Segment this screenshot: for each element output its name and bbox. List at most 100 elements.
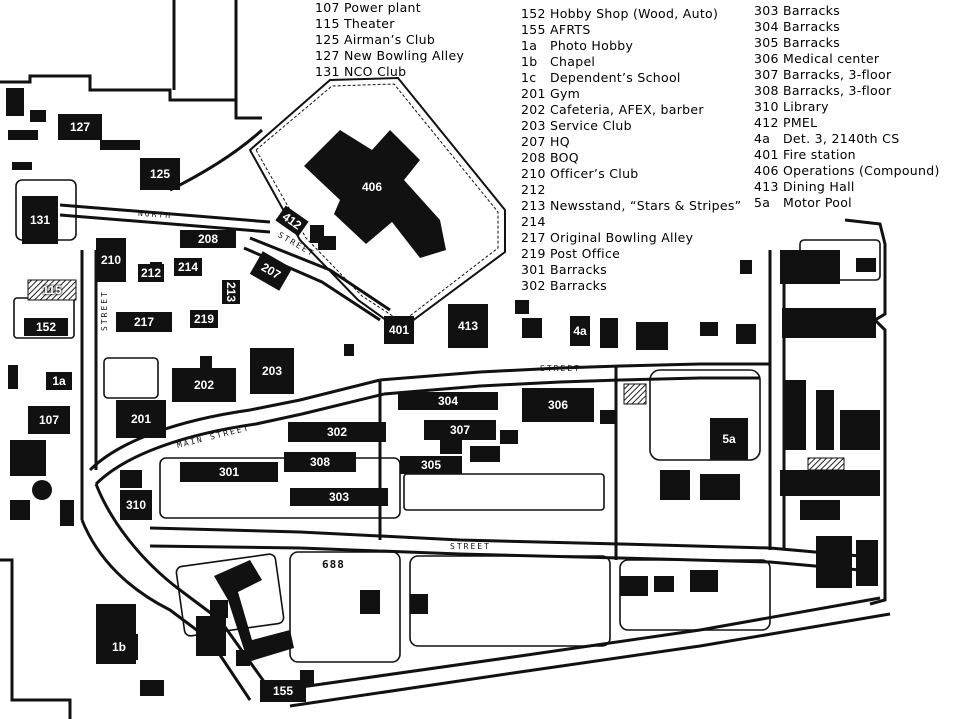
legend-entry: 302 Barracks: [521, 278, 741, 294]
building-219[interactable]: 219: [190, 310, 218, 328]
legend-code: 413: [754, 179, 779, 194]
legend-code: 212: [521, 182, 546, 197]
building-127[interactable]: 127: [58, 114, 102, 140]
legend-name: Theater: [344, 16, 395, 31]
legend-code: 1c: [521, 70, 537, 85]
building-307[interactable]: 307: [424, 420, 496, 440]
building-214[interactable]: 214: [174, 258, 202, 276]
legend-code: 125: [315, 32, 340, 47]
legend-name: Barracks: [783, 3, 840, 18]
building-202[interactable]: 202: [172, 368, 236, 402]
legend-name: Barracks, 3-floor: [783, 67, 892, 82]
building-201[interactable]: 201: [116, 400, 166, 438]
legend-code: 412: [754, 115, 779, 130]
building-5a[interactable]: 5a: [710, 418, 748, 460]
legend-name: Barracks: [550, 278, 607, 293]
building-305[interactable]: 305: [400, 456, 462, 474]
legend-name: Operations (Compound): [783, 163, 940, 178]
building-310[interactable]: 310: [120, 490, 152, 520]
building-302[interactable]: 302: [288, 422, 386, 442]
legend-code: 152: [521, 6, 546, 21]
building-1c[interactable]: 1c: [252, 611, 266, 625]
building-107[interactable]: 107: [28, 406, 70, 434]
building-217[interactable]: 217: [116, 312, 172, 332]
legend-name: Power plant: [344, 0, 421, 15]
legend-name: Barracks: [783, 19, 840, 34]
building-406[interactable]: 406: [361, 180, 383, 194]
building-115[interactable]: 115: [42, 283, 62, 297]
building-131[interactable]: 131: [22, 196, 58, 244]
legend-code: 308: [754, 83, 779, 98]
building-406-shape: [304, 130, 446, 258]
base-boundary: [0, 0, 887, 719]
legend-code: 302: [521, 278, 546, 293]
building-303[interactable]: 303: [290, 488, 388, 506]
building-212[interactable]: 212: [138, 264, 164, 282]
building-413[interactable]: 413: [448, 304, 488, 348]
legend-entry: 125 Airman’s Club: [315, 32, 464, 48]
building-213[interactable]: 213: [222, 280, 240, 304]
building-115-hatch: [27, 279, 77, 301]
roads: [59, 128, 891, 708]
legend-name: Medical center: [783, 51, 880, 66]
lot-outlines: [13, 179, 881, 663]
minor-buildings: [6, 88, 880, 696]
building-152[interactable]: 152: [24, 318, 68, 336]
building-308[interactable]: 308: [284, 452, 356, 472]
building-304[interactable]: 304: [398, 392, 498, 410]
legend-name: AFRTS: [550, 22, 591, 37]
legend-entry: 212: [521, 182, 741, 198]
legend-name: Det. 3, 2140th CS: [783, 131, 900, 146]
building-401[interactable]: 401: [384, 316, 414, 344]
legend-code: 107: [315, 0, 340, 15]
legend-name: New Bowling Alley: [344, 48, 465, 63]
legend-name: Service Club: [550, 118, 632, 133]
legend-name: BOQ: [550, 150, 579, 165]
legend-name: Hobby Shop (Wood, Auto): [550, 6, 719, 21]
building-301[interactable]: 301: [180, 462, 278, 482]
legend-code: 5a: [754, 195, 771, 210]
legend-name: Library: [783, 99, 829, 114]
legend-name: Barracks: [550, 262, 607, 277]
building-306[interactable]: 306: [522, 388, 594, 422]
building-1a[interactable]: 1a: [46, 372, 72, 390]
legend-name: Airman’s Club: [344, 32, 436, 47]
building-1c-shape: [214, 560, 294, 662]
building-1b[interactable]: 1b: [100, 634, 138, 660]
building-210[interactable]: 210: [96, 238, 126, 282]
legend-entry: 1c Dependent’s School: [521, 70, 741, 86]
legend-code: 305: [754, 35, 779, 50]
building-155[interactable]: 155: [260, 680, 306, 702]
building-4a[interactable]: 4a: [570, 316, 590, 346]
legend-entry: 107 Power plant: [315, 0, 464, 16]
legend-entry: 214: [521, 214, 741, 230]
legend-name: Dependent’s School: [550, 70, 681, 85]
legend-code: 214: [521, 214, 546, 229]
building-208[interactable]: 208: [180, 230, 236, 248]
building-125[interactable]: 125: [140, 158, 180, 190]
legend-code: 208: [521, 150, 546, 165]
building-203[interactable]: 203: [250, 348, 294, 394]
